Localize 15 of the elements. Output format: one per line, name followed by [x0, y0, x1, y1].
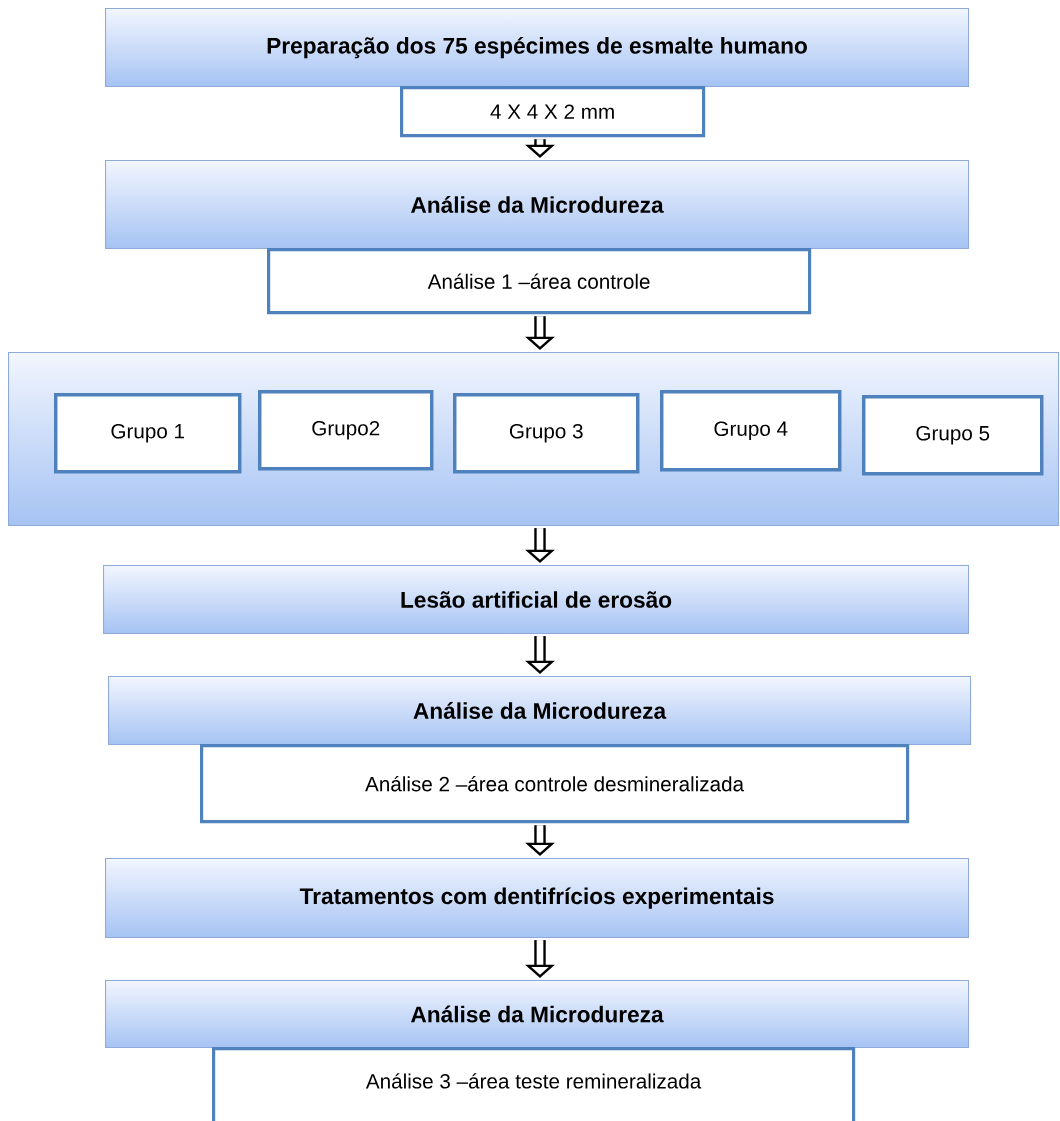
- process-box: Preparação dos 75 espécimes de esmalte humano: [105, 8, 970, 88]
- process-box: Tratamentos com dentifrícios experimentais: [105, 858, 970, 939]
- group-box: Grupo2: [258, 390, 434, 471]
- process-box: Análise da Microdureza: [105, 160, 970, 250]
- group-box: Grupo 4: [660, 390, 842, 472]
- group-box: Grupo 1: [54, 393, 242, 474]
- note-box: 4 X 4 X 2 mm: [400, 86, 706, 138]
- process-box: Análise da Microdureza: [108, 676, 972, 746]
- group-box: Grupo 3: [453, 393, 640, 474]
- note-box: Análise 1 –área controle: [267, 248, 812, 315]
- note-box: Análise 3 –área teste remineralizada: [212, 1047, 856, 1121]
- group-box: Grupo 5: [862, 395, 1044, 476]
- note-box: Análise 2 –área controle desmineralizada: [200, 744, 910, 824]
- process-box: Lesão artificial de erosão: [103, 565, 970, 635]
- process-box: Análise da Microdureza: [105, 980, 970, 1049]
